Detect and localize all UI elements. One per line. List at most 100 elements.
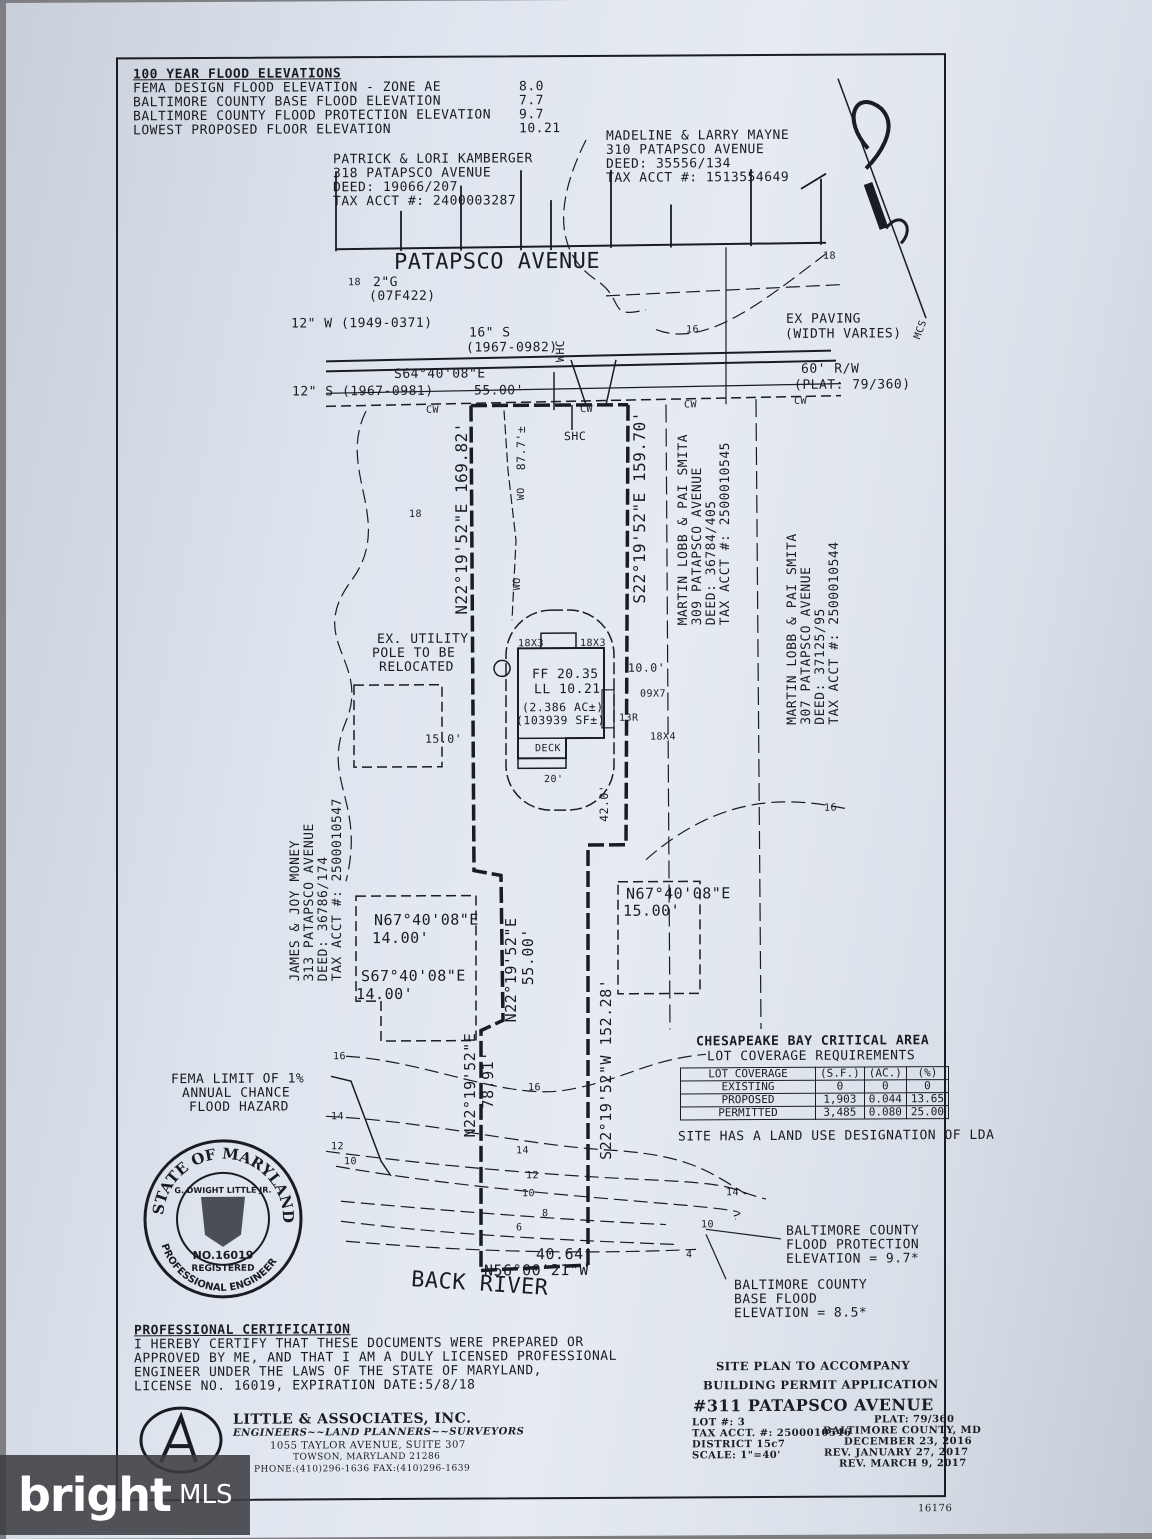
site-plan-drawing <box>325 78 927 1280</box>
right-of-way-label: 60' R/W <box>801 361 860 377</box>
coverage-cell: 25.00 <box>906 1105 949 1119</box>
lot-area-acres: (2.386 AC±) <box>522 699 604 715</box>
coverage-cell: 13.65 <box>906 1092 949 1106</box>
coverage-cell: 1,903 <box>815 1093 865 1107</box>
contour-4-label: 4 <box>686 1249 693 1261</box>
paving-edge <box>605 284 842 297</box>
contour-14-label-mid: 14 <box>516 1145 530 1157</box>
porch-dimension-left: 18X3 <box>518 638 545 650</box>
limit-of-disturbance <box>505 609 615 811</box>
contour-lines <box>325 139 847 1253</box>
front-porch <box>540 632 577 649</box>
coverage-cell: 0.044 <box>864 1092 907 1107</box>
water-main-label: 12" W (1949-0371) <box>291 315 433 332</box>
site-plan-sheet: 100 YEAR FLOOD ELEVATIONS FEMA DESIGN FL… <box>6 0 1152 1539</box>
side-stair <box>601 689 615 729</box>
stair-dimension-09x7: 09X7 <box>640 688 667 700</box>
table-row: PERMITTED 3,485 0.080 25.00 <box>680 1105 949 1120</box>
side-setback-10: 10.0' <box>628 660 666 675</box>
street-name: PATAPSCO AVENUE <box>394 248 601 275</box>
coverage-cell: 0 <box>906 1079 949 1093</box>
rear-deck <box>517 737 567 770</box>
owner-lobb309-address: 309 PATAPSCO AVENUE <box>690 467 705 626</box>
cw-label-far-east: CW <box>794 395 808 407</box>
contour-18-label-street: 18 <box>348 277 362 289</box>
ex-paving-label: EX PAVING <box>786 311 861 327</box>
flood-row-fpe-value: 9.7 <box>519 107 544 123</box>
fpe-note-3: ELEVATION = 9.7* <box>786 1251 920 1267</box>
row-line-north <box>335 241 827 251</box>
sheet-number: 16176 <box>918 1503 953 1515</box>
certification-line-4: LICENSE NO. 16019, EXPIRATION DATE:5/8/1… <box>134 1377 476 1395</box>
contour-10-label-east: 10 <box>701 1219 715 1231</box>
fpe-leader <box>705 1228 782 1240</box>
contour-18-label-west: 18 <box>409 508 423 520</box>
seal-license-number: NO.16019 <box>193 1249 254 1262</box>
north-arrow-ornament <box>851 100 891 170</box>
distance-55: 55.00' <box>519 928 537 986</box>
coverage-header-ac: (AC.) <box>864 1066 907 1081</box>
firm-address-2: TOWSON, MARYLAND 21286 <box>293 1451 441 1463</box>
neighbor-building-309 <box>617 880 701 995</box>
coverage-cell: PERMITTED <box>680 1106 816 1120</box>
title-plat: PLAT: 79/360 <box>874 1414 955 1426</box>
title-district: DISTRICT 15c7 <box>692 1438 786 1451</box>
rear-line-distance: 40.64' <box>536 1244 594 1264</box>
shc-label: SHC <box>564 428 587 444</box>
owner-lobb309-tax: TAX ACCT #: 2500010545 <box>718 442 733 626</box>
cw-label-west: CW <box>426 404 440 416</box>
bearing-n67-14: N67°40'08"E <box>374 910 479 930</box>
gas-main-ref: (07F422) <box>369 288 436 305</box>
contour-10-label: 10 <box>344 1156 358 1168</box>
firm-address-1: 1055 TAYLOR AVENUE, SUITE 307 <box>270 1439 466 1452</box>
water-line-label-upper: WO <box>516 487 527 501</box>
title-line-1: SITE PLAN TO ACCOMPANY <box>716 1358 911 1374</box>
whc-label: WHC <box>553 339 567 363</box>
coverage-cell: EXISTING <box>680 1080 816 1094</box>
front-bearing: S64°40'08"E <box>394 366 486 382</box>
title-lot: LOT #: 3 <box>692 1417 746 1429</box>
porch-dimension-right: 18X3 <box>580 637 607 649</box>
sewer-line <box>325 383 842 394</box>
neighbor-lot-lines <box>335 169 827 252</box>
bearing-s22-152: S22°19'52"W 152.28' <box>597 978 615 1160</box>
distance-15: 15.00' <box>623 901 681 920</box>
coverage-cell: 3,485 <box>815 1106 865 1120</box>
seal-crest-icon <box>201 1196 245 1247</box>
contour-16-label-street: 16 <box>686 324 700 336</box>
utility-pole-note-3: RELOCATED <box>379 659 454 676</box>
north-arrow-shaft <box>837 78 927 319</box>
owner-lobb309-deed: DEED: 36784/405 <box>704 500 719 626</box>
plat-reference: (PLAT: 79/360) <box>794 377 911 393</box>
coverage-header-lot: LOT COVERAGE <box>680 1067 816 1081</box>
rear-setback-42: 42.0' <box>597 784 611 822</box>
road-edge-1 <box>325 349 832 363</box>
distance-14-south: 14.00' <box>356 984 414 1004</box>
cw-label-sw: CW <box>580 403 594 415</box>
width-varies-label: (WIDTH VARIES) <box>785 326 902 342</box>
owner-money-name: JAMES & JOY MONEY <box>288 839 303 982</box>
bfe-note-3: ELEVATION = 8.5* <box>734 1305 868 1322</box>
mls-watermark: bright MLS <box>0 1455 250 1535</box>
property-boundary <box>469 402 630 1273</box>
owner-kamberger-tax: TAX ACCT #: 2400003287 <box>333 193 517 210</box>
owner-lobb307-name: MARTIN LOBB & PAI SMITA <box>785 533 800 725</box>
bfe-leader <box>705 1234 727 1280</box>
driveway-apron <box>570 359 617 406</box>
front-distance: 55.00' <box>474 383 524 399</box>
bearing-s67-14: S67°40'08"E <box>361 966 466 986</box>
engineer-seal: STATE OF MARYLAND PROFESSIONAL ENGINEER … <box>143 1139 303 1299</box>
firm-phone: PHONE:(410)296-1636 FAX:(410)296-1639 <box>254 1463 471 1475</box>
distance-78-91: 78.91' <box>479 1051 497 1109</box>
title-date: DECEMBER 23, 2016 <box>844 1435 973 1448</box>
owner-lobb307-tax: TAX ACCT #: 2500010544 <box>827 541 842 725</box>
watermark-brand: bright <box>18 1468 172 1522</box>
title-rev-1: REV. JANUARY 27, 2017 <box>824 1446 969 1459</box>
coverage-table: LOT COVERAGE (S.F.) (AC.) (%) EXISTING 0… <box>680 1066 949 1120</box>
sewer-12-label: 12" S (1967-0981) <box>292 383 434 400</box>
stair-dimension-18x4: 18X4 <box>650 731 677 743</box>
coverage-header-sf: (S.F.) <box>815 1067 865 1081</box>
flood-row-lowest-value: 10.21 <box>519 121 561 137</box>
owner-money-tax: TAX ACCT #: 2500010547 <box>330 798 345 982</box>
coverage-header-pct: (%) <box>906 1066 949 1080</box>
